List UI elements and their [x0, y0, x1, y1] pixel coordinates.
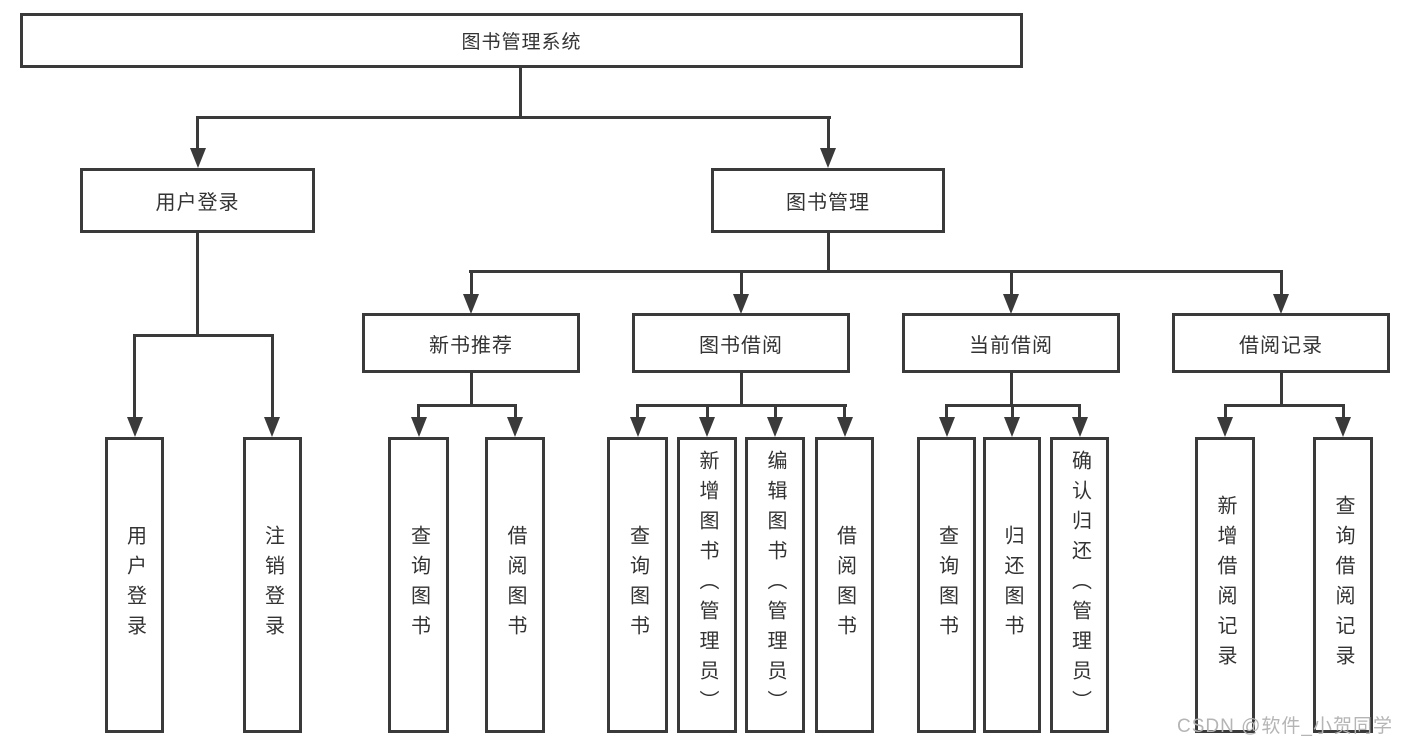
connector-line: [271, 334, 274, 418]
connector-line: [1010, 373, 1013, 407]
subbranch-new-book-recommend: 新书推荐: [362, 313, 580, 373]
connector-line: [1224, 404, 1345, 407]
leaf-add-book-admin: 新增图书（管理员）: [677, 437, 737, 733]
leaf-query-books-2-label: 查询图书: [626, 525, 649, 645]
connector-line: [740, 373, 743, 407]
leaf-logout: 注销登录: [243, 437, 302, 733]
branch-user-login-label: 用户登录: [155, 192, 240, 214]
subbranch-new-book-recommend-label: 新书推荐: [429, 334, 513, 357]
connector-line: [417, 404, 517, 407]
branch-book-management: 图书管理: [711, 168, 945, 233]
connector-line: [1342, 404, 1345, 418]
connector-line: [706, 404, 709, 418]
branch-book-management-label: 图书管理: [786, 192, 870, 214]
connector-line: [470, 270, 473, 295]
leaf-borrow-books-1-label: 借阅图书: [504, 525, 526, 645]
leaf-query-books-3-label: 查询图书: [935, 525, 958, 645]
connector-line: [469, 270, 1283, 273]
connector-line: [1078, 404, 1081, 418]
connector-line: [1011, 404, 1014, 418]
leaf-query-books-1: 查询图书: [388, 437, 449, 733]
connector-line: [843, 404, 846, 418]
leaf-add-book-admin-label: 新增图书（管理员）: [696, 450, 718, 720]
connector-arrow-down: [837, 417, 853, 437]
leaf-borrow-books-2-label: 借阅图书: [833, 525, 856, 645]
connector-arrow-down: [190, 148, 206, 168]
node-root-label: 图书管理系统: [461, 32, 582, 53]
connector-arrow-down: [127, 417, 143, 437]
subbranch-borrow-records: 借阅记录: [1172, 313, 1390, 373]
connector-line: [774, 404, 777, 418]
connector-arrow-down: [1273, 294, 1289, 314]
leaf-edit-book-admin-label: 编辑图书（管理员）: [764, 450, 786, 720]
connector-line: [470, 373, 473, 407]
leaf-user-login-label: 用户登录: [123, 525, 146, 645]
connector-line: [417, 404, 420, 418]
connector-line: [636, 404, 639, 418]
branch-user-login: 用户登录: [80, 168, 315, 233]
connector-arrow-down: [1072, 417, 1088, 437]
connector-arrow-down: [463, 294, 479, 314]
leaf-borrow-books-1: 借阅图书: [485, 437, 545, 733]
connector-line: [945, 404, 948, 418]
leaf-query-borrow-record-label: 查询借阅记录: [1332, 495, 1354, 675]
leaf-add-borrow-record: 新增借阅记录: [1195, 437, 1255, 733]
leaf-borrow-books-2: 借阅图书: [815, 437, 874, 733]
leaf-edit-book-admin: 编辑图书（管理员）: [745, 437, 805, 733]
subbranch-book-borrow: 图书借阅: [632, 313, 850, 373]
subbranch-current-borrow: 当前借阅: [902, 313, 1120, 373]
connector-arrow-down: [1335, 417, 1351, 437]
connector-line: [740, 270, 743, 295]
connector-arrow-down: [767, 417, 783, 437]
connector-line: [827, 116, 830, 149]
leaf-confirm-return-admin: 确认归还（管理员）: [1050, 437, 1109, 733]
connector-arrow-down: [699, 417, 715, 437]
leaf-user-login: 用户登录: [105, 437, 164, 733]
connector-line: [1224, 404, 1227, 418]
connector-line: [827, 233, 830, 273]
connector-line: [133, 334, 274, 337]
connector-line: [1010, 270, 1013, 295]
connector-line: [1280, 270, 1283, 295]
connector-line: [196, 116, 831, 119]
connector-arrow-down: [411, 417, 427, 437]
leaf-return-books: 归还图书: [983, 437, 1041, 733]
connector-arrow-down: [1003, 294, 1019, 314]
subbranch-current-borrow-label: 当前借阅: [969, 334, 1053, 357]
connector-line: [196, 116, 199, 149]
node-root: 图书管理系统: [20, 13, 1023, 68]
connector-line: [133, 334, 136, 418]
subbranch-borrow-records-label: 借阅记录: [1239, 334, 1323, 357]
leaf-query-books-2: 查询图书: [607, 437, 668, 733]
connector-arrow-down: [733, 294, 749, 314]
leaf-query-borrow-record: 查询借阅记录: [1313, 437, 1373, 733]
connector-arrow-down: [630, 417, 646, 437]
connector-arrow-down: [820, 148, 836, 168]
watermark: CSDN @软件_小贺同学: [1177, 716, 1393, 737]
leaf-return-books-label: 归还图书: [1001, 525, 1023, 645]
connector-line: [1280, 373, 1283, 407]
connector-line: [196, 233, 199, 337]
connector-line: [636, 404, 847, 407]
leaf-query-books-3: 查询图书: [917, 437, 976, 733]
connector-arrow-down: [939, 417, 955, 437]
connector-arrow-down: [1004, 417, 1020, 437]
leaf-confirm-return-admin-label: 确认归还（管理员）: [1068, 450, 1091, 720]
leaf-query-books-1-label: 查询图书: [407, 525, 430, 645]
connector-arrow-down: [507, 417, 523, 437]
leaf-logout-label: 注销登录: [261, 525, 284, 645]
connector-line: [519, 68, 522, 118]
connector-line: [514, 404, 517, 418]
subbranch-book-borrow-label: 图书借阅: [699, 334, 783, 357]
connector-arrow-down: [1217, 417, 1233, 437]
connector-arrow-down: [264, 417, 280, 437]
leaf-add-borrow-record-label: 新增借阅记录: [1214, 495, 1236, 675]
